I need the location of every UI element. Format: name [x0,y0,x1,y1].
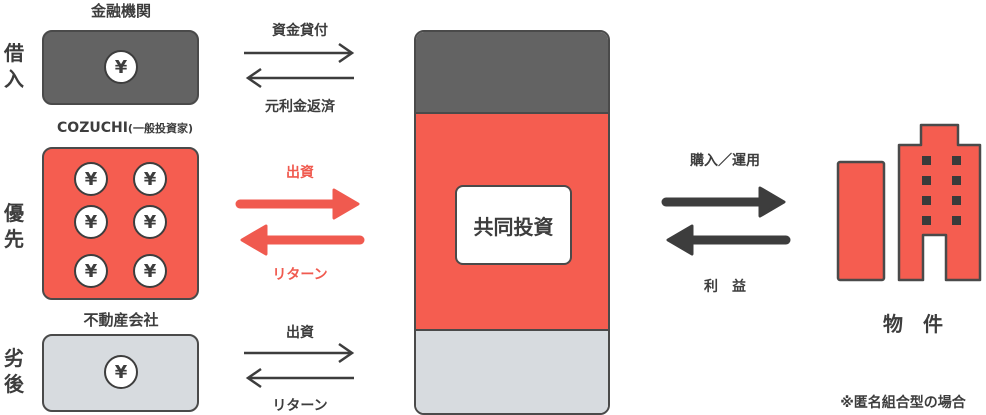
borrowing-side-label: 借入 [4,41,24,91]
yen-coin-icon: ¥ [74,205,108,239]
senior-return-arrow-label: リターン [272,267,328,283]
yen-coin-icon: ¥ [133,205,167,239]
yen-coin-icon: ¥ [104,355,138,389]
bold-red-right-arrow-icon [235,188,365,256]
senior-box: ¥ ¥ ¥ ¥ ¥ ¥ [42,147,199,300]
yen-coin-icon: ¥ [133,162,167,196]
property-label: 物 件 [883,312,943,336]
lenders-box: ¥ [42,30,199,105]
senior-title: COZUCHI(一般投資家) [30,120,220,136]
loan-arrow-label: 資金貸付 [272,23,328,39]
senior-title-name: COZUCHI [57,120,128,136]
thin-right-arrow-icon [244,42,355,89]
joint-investment-column: 共同投資 [414,30,610,415]
yen-coin-icon: ¥ [74,254,108,288]
joint-investment-label: 共同投資 [455,185,572,265]
senior-title-note: (一般投資家) [127,122,193,135]
loan-segment [416,32,608,114]
yen-coin-icon: ¥ [104,50,138,84]
yen-coin-icon: ¥ [133,254,167,288]
purchase-operate-label: 購入／運用 [690,153,760,169]
senior-side-label: 優先 [4,201,24,251]
subordinate-investment-arrow-label: 出資 [286,325,314,341]
senior-segment: 共同投資 [416,114,608,331]
subordinate-box: ¥ [42,334,199,412]
senior-investment-arrow-label: 出資 [286,165,314,181]
bold-dark-right-arrow-icon [661,186,791,256]
subordinate-return-arrow-label: リターン [272,398,328,414]
subordinate-title: 不動産会社 [83,311,159,329]
repayment-arrow-label: 元利金返済 [265,99,335,115]
subordinate-side-label: 劣後 [4,346,24,396]
footnote: ※匿名組合型の場合 [840,395,966,411]
yen-coin-icon: ¥ [74,162,108,196]
profit-label: 利 益 [704,279,746,295]
building-icon [836,123,982,282]
lenders-title: 金融機関 [90,2,151,20]
thin-right-arrow-icon [244,342,355,389]
subordinate-segment [416,331,608,413]
